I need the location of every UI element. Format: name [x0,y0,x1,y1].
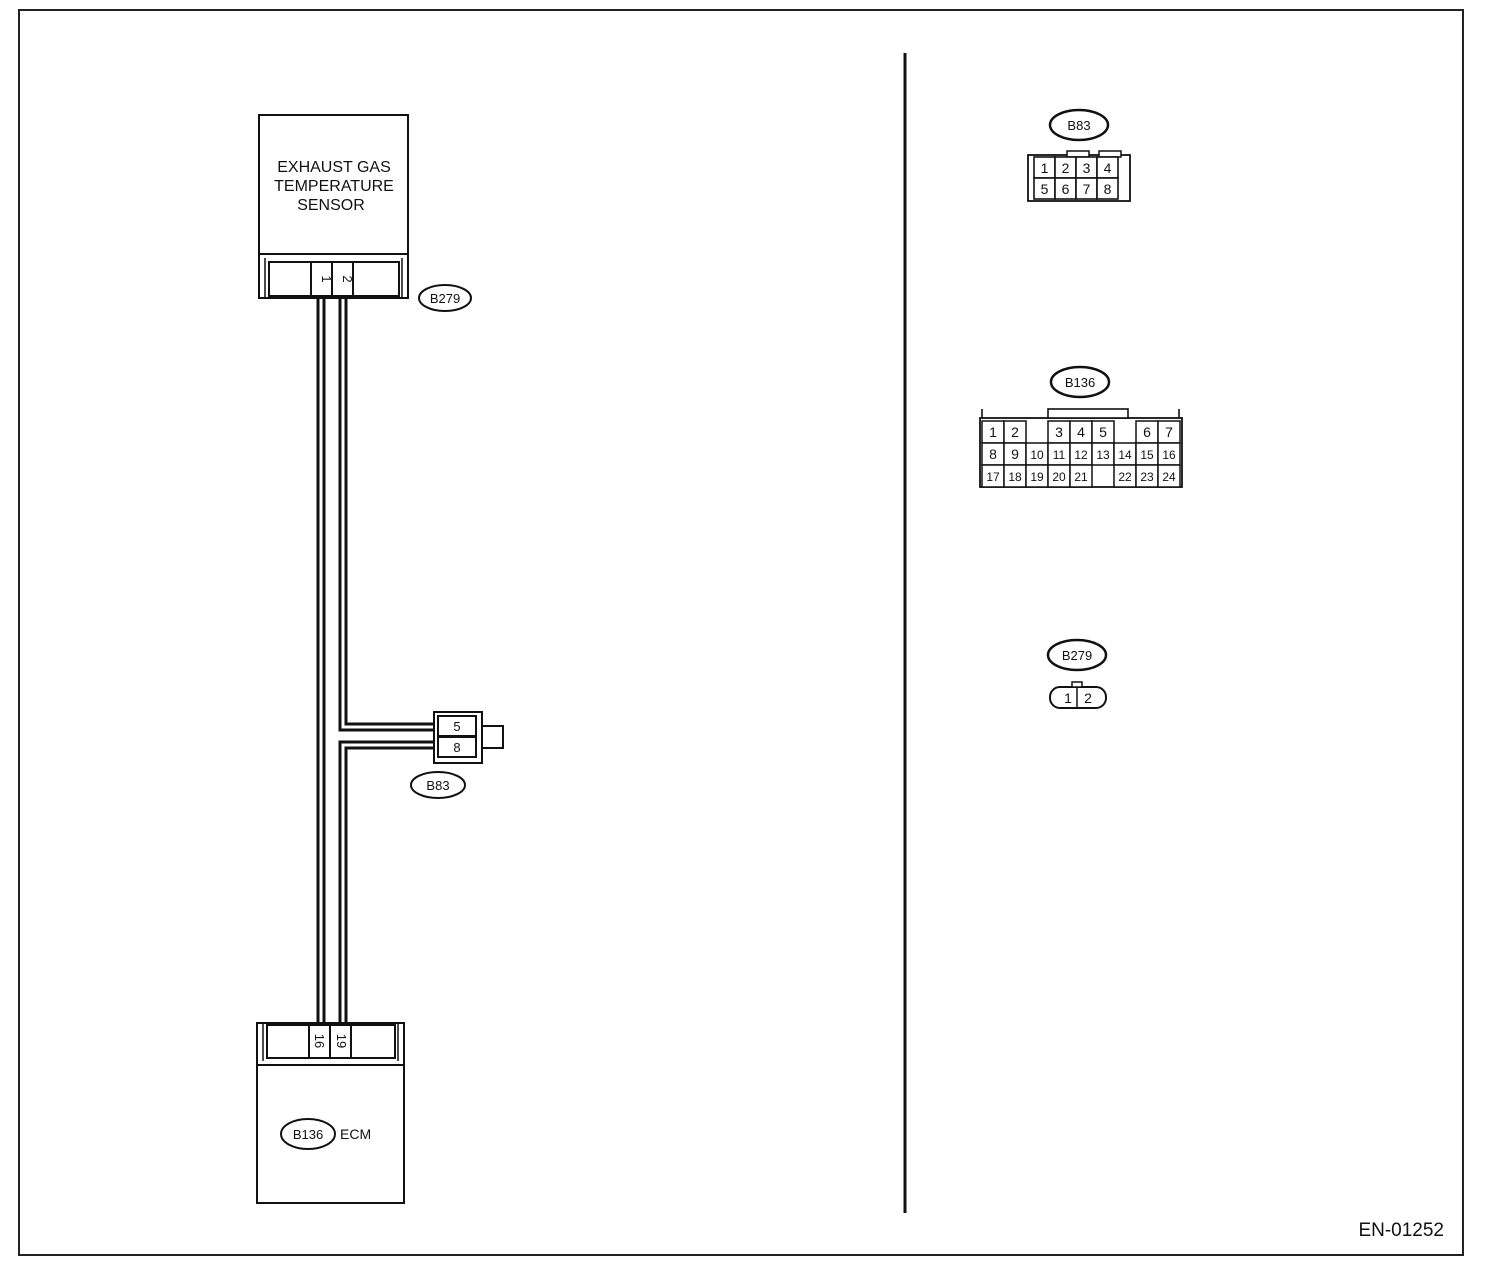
b136-view-tag: B136 [1065,375,1095,390]
b136-view-pin: 22 [1118,470,1132,484]
b279-view-pin-2: 2 [1084,690,1092,706]
wire-cores [319,298,440,1023]
b136-view-pin: 20 [1052,470,1066,484]
b136-view-pin: 24 [1162,470,1176,484]
b136-view-pin: 17 [986,470,1000,484]
b83-view-pin: 1 [1041,160,1049,176]
b83-view-pin: 7 [1083,181,1091,197]
ecm-pin-19: 19 [334,1034,349,1048]
b136-view-pin: 6 [1143,424,1151,440]
ecm-label: ECM [340,1126,371,1142]
b136-view-pin: 11 [1053,448,1066,462]
figure-code: EN-01252 [1358,1220,1444,1241]
b83-cavity [1096,177,1119,200]
b83-joint-pin-5: 5 [453,719,460,734]
b136-cavity [1069,464,1093,488]
b136-view-pin: 19 [1030,470,1044,484]
ecm-connector: 16 19 [256,1022,405,1066]
diagram-frame [18,9,1464,1256]
ecm-connector-tag: B136 [293,1127,323,1142]
b136-view-pin: 12 [1074,448,1088,462]
b136-view-pin: 2 [1011,424,1019,440]
b136-cavity [1157,464,1181,488]
b136-view-pin: 18 [1008,470,1022,484]
b136-view-pin: 15 [1140,448,1154,462]
b136-view-pin: 5 [1099,424,1107,440]
ecm-pin-16: 16 [312,1034,327,1048]
sensor-label-line-2: TEMPERATURE [274,178,394,195]
sensor-label-line-3: SENSOR [297,197,365,214]
b136-view-pin: 10 [1030,448,1044,462]
b136-view-pin: 7 [1165,424,1173,440]
b136-view-pin: 14 [1118,448,1132,462]
sensor-pin-2: 2 [340,275,355,282]
b83-view-pin: 3 [1083,160,1091,176]
b83-joint-pin-8: 8 [453,740,460,755]
b136-view-pin: 8 [989,446,997,462]
b136-view-tag-ellipse [1049,365,1111,399]
b83-view-tag: B83 [1067,118,1090,133]
b136-tag-ellipse [280,1118,336,1150]
b136-view-pin: 9 [1011,446,1019,462]
b136-view-pin: 13 [1096,448,1110,462]
b279-view-pin-1: 1 [1064,690,1072,706]
b83-view-tag-ellipse [1048,108,1110,142]
b279-view-tag: B279 [1062,648,1092,663]
b136-view-pin: 16 [1162,448,1176,462]
b83-tag-ellipse [410,771,466,799]
b279-tag-label: B279 [430,291,460,306]
b83-view-pin: 2 [1062,160,1070,176]
b136-view-pin: 21 [1074,470,1088,484]
b279-connector-face: 1 2 [1049,681,1107,709]
b83-view-pin: 4 [1104,160,1112,176]
harness-wires [316,298,440,1023]
b136-view-pin: 1 [989,424,997,440]
b279-view-tag-ellipse [1046,638,1108,672]
b136-view-pin: 3 [1055,424,1063,440]
b279-tag-ellipse [418,284,472,312]
b83-view-pin: 5 [1041,181,1049,197]
sensor-label-line-1: EXHAUST GAS [277,159,391,176]
b83-view-pin: 8 [1104,181,1112,197]
sensor-pin-1: 1 [319,275,334,282]
wire-pin2-to-b83-pin5 [338,298,440,732]
b136-view-pin: 4 [1077,424,1085,440]
sensor-connector-b279: 1 2 [258,253,409,299]
joint-connector-b83: 5 8 [433,711,504,764]
b136-view-pin: 23 [1140,470,1154,484]
b83-view-pin: 6 [1062,181,1070,197]
b83-tag-label: B83 [426,778,449,793]
